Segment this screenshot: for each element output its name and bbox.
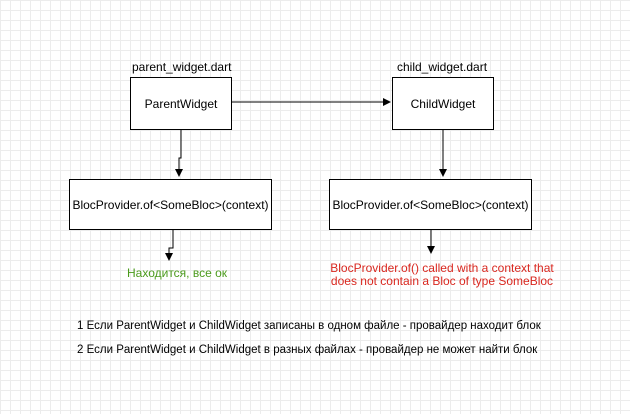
child-widget-box: ChildWidget <box>392 77 494 130</box>
note-different-files: 2 Если ParentWidget и ChildWidget в разн… <box>77 344 538 356</box>
error-result-text: BlocProvider.of() called with a context … <box>318 262 566 288</box>
parent-widget-box: ParentWidget <box>130 77 232 130</box>
note-same-file: 1 Если ParentWidget и ChildWidget записа… <box>77 320 541 332</box>
error-line-1: BlocProvider.of() called with a context … <box>330 261 554 275</box>
error-line-2: does not contain a Bloc of type SomeBloc <box>330 274 554 288</box>
arrow-parent-provider-to-result <box>165 230 174 261</box>
parent-file-label: parent_widget.dart <box>132 60 232 74</box>
child-bloc-provider-box: BlocProvider.of<SomeBloc>(context) <box>329 179 532 230</box>
arrow-parent-to-provider <box>175 130 183 177</box>
child-file-label: child_widget.dart <box>397 60 488 74</box>
success-result-text: Находится, все ок <box>127 266 228 280</box>
parent-bloc-provider-box: BlocProvider.of<SomeBloc>(context) <box>69 179 272 230</box>
